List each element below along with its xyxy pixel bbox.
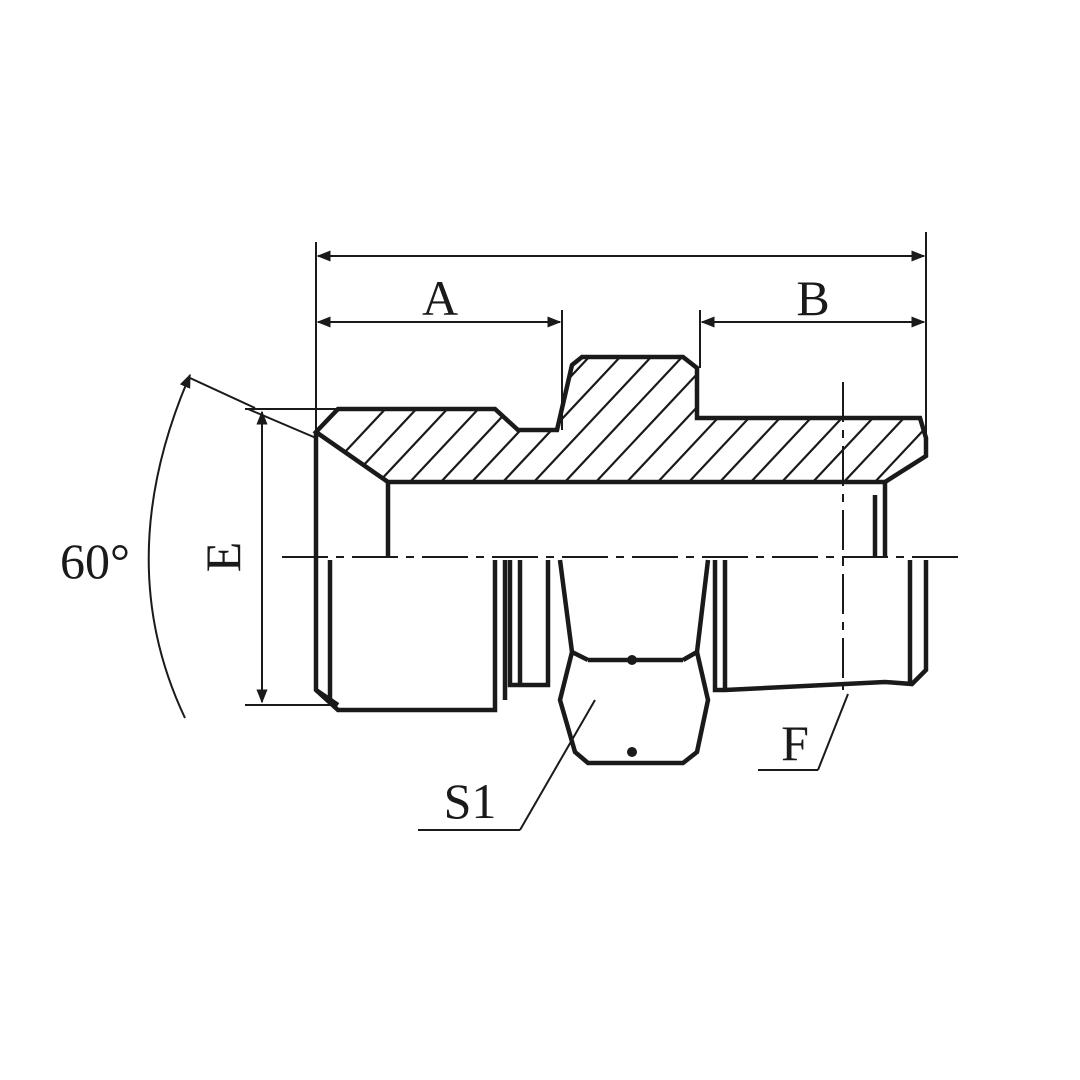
dimension-label-a: A — [422, 270, 458, 326]
f-leader — [817, 693, 849, 771]
hatch-line — [547, 357, 699, 482]
hatch-line — [330, 357, 482, 482]
hatch-line — [423, 357, 575, 482]
dimension-label-f: F — [781, 715, 809, 771]
hatch-line — [919, 357, 926, 482]
left-thread-lower — [313, 432, 508, 713]
hatch-line — [857, 357, 926, 482]
angle-arc — [147, 373, 191, 719]
hatch-line — [1013, 340, 1080, 500]
right-body-lower — [712, 560, 929, 693]
hatch-line — [392, 357, 544, 482]
left-thread-end — [314, 688, 340, 707]
inner-bore-outline — [385, 482, 888, 557]
hatch-line — [982, 340, 1080, 500]
dimension-label-b: B — [796, 270, 829, 326]
angle-ext-line — [247, 408, 317, 439]
neck-lower — [507, 560, 551, 688]
hatch-line — [454, 357, 606, 482]
hatch-line — [316, 357, 451, 482]
hatch-line — [951, 340, 1080, 500]
hatch-line — [361, 357, 513, 482]
dimension-label-s1: S1 — [444, 773, 497, 829]
hatch-line — [516, 357, 668, 482]
hex-corner-mark-top — [627, 655, 637, 665]
hex-corner-mark-bottom — [627, 747, 637, 757]
s1-leader — [519, 699, 596, 831]
angle-leader — [189, 377, 256, 409]
angle-label: 60° — [60, 533, 130, 589]
dimension-label-e: E — [195, 542, 251, 573]
fitting-section-outline — [312, 354, 929, 485]
